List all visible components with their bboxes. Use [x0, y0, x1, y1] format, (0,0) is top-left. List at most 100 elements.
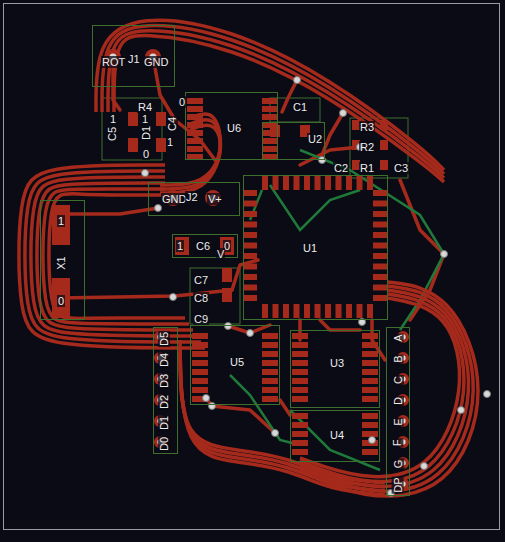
smd-pad [373, 201, 387, 207]
ref-designator: X1 [55, 255, 67, 270]
via [294, 77, 301, 84]
smd-pad [373, 190, 387, 196]
smd-pad [273, 304, 279, 318]
ref-designator: U3 [329, 357, 345, 369]
component-outline: U4 [290, 410, 380, 462]
smd-pad [362, 351, 378, 357]
smd-pad [367, 304, 373, 318]
smd-pad [262, 176, 268, 190]
smd-pad [187, 130, 203, 136]
smd-pad [380, 140, 388, 150]
smd-pad [325, 304, 331, 318]
smd-pad [292, 342, 308, 348]
trace [37, 183, 193, 330]
part-label: C5 [106, 126, 118, 142]
smd-pad [362, 387, 378, 393]
ref-designator: F [391, 439, 403, 448]
smd-pad [283, 304, 289, 318]
ref-designator: ROT [101, 56, 126, 68]
trace [114, 35, 444, 182]
smd-pad [362, 449, 378, 455]
smd-pad [380, 160, 388, 170]
smd-pad [336, 176, 342, 190]
smd-pad [292, 387, 308, 393]
via [203, 395, 210, 402]
smd-pad [52, 278, 70, 318]
smd-pad [156, 112, 166, 126]
smd-pad [373, 274, 387, 280]
ref-designator: GND [161, 193, 187, 205]
component-outline: ABCDEFGDP [386, 327, 410, 496]
smd-pad [292, 396, 308, 402]
trace [102, 26, 444, 174]
component-outline: U6 [185, 92, 278, 160]
trace [49, 194, 185, 319]
smd-pad [243, 201, 257, 207]
smd-pad [187, 146, 203, 152]
smd-pad [292, 378, 308, 384]
smd-pad [262, 387, 278, 393]
smd-pad [292, 360, 308, 366]
pads [52, 49, 409, 490]
part-label: C9 [193, 313, 209, 325]
smd-pad [192, 342, 208, 348]
smd-pad [315, 304, 321, 318]
smd-pad [357, 304, 363, 318]
smd-pad [292, 369, 308, 375]
smd-pad [273, 176, 279, 190]
smd-pad [262, 360, 278, 366]
smd-pad [52, 205, 70, 245]
smd-pad [373, 232, 387, 238]
smd-pad [262, 98, 278, 104]
smd-pad [380, 120, 388, 130]
part-label: C4 [166, 116, 178, 132]
smd-pad [262, 114, 278, 120]
via [369, 437, 376, 444]
via [272, 430, 279, 437]
smd-pad [346, 304, 352, 318]
part-label: V [216, 248, 225, 260]
component-outline: ROTJ1GND [92, 25, 175, 87]
via [421, 463, 428, 470]
ref-designator: 1 [57, 215, 65, 227]
ref-designator: E [392, 417, 404, 426]
smd-pad [262, 342, 278, 348]
smd-pad [362, 431, 378, 437]
ref-designator: D1 [158, 415, 170, 431]
ref-designator: U2 [307, 133, 323, 145]
trace [19, 165, 205, 348]
via [340, 110, 347, 117]
trace [300, 282, 478, 496]
smd-pad [362, 378, 378, 384]
ref-designator: J1 [127, 53, 141, 65]
trace [180, 358, 385, 483]
ref-designator: D4 [158, 352, 170, 368]
smd-pad [362, 333, 378, 339]
trace-bundles [19, 20, 478, 496]
smd-pad [362, 342, 378, 348]
smd-pad [304, 176, 310, 190]
part-label: C1 [292, 101, 308, 113]
ref-designator: GND [143, 56, 169, 68]
smd-pad [373, 243, 387, 249]
trace [25, 171, 201, 342]
part-label: R1 [359, 162, 375, 174]
ref-designator: D2 [158, 394, 170, 410]
via [247, 330, 254, 337]
smd-pad [292, 440, 308, 446]
smd-pad [262, 369, 278, 375]
smd-pad [262, 304, 268, 318]
smd-pad [187, 114, 203, 120]
ref-designator: D0 [158, 436, 170, 452]
trace [180, 340, 385, 495]
vias [142, 77, 491, 497]
ref-designator: J2 [185, 191, 199, 203]
component-outline: D5D4D3D2D1D0 [153, 327, 178, 454]
smd-pad [243, 232, 257, 238]
part-label: R4 [137, 101, 153, 113]
smd-pad [243, 190, 257, 196]
smd-pad [262, 378, 278, 384]
ref-designator: B [392, 354, 404, 363]
